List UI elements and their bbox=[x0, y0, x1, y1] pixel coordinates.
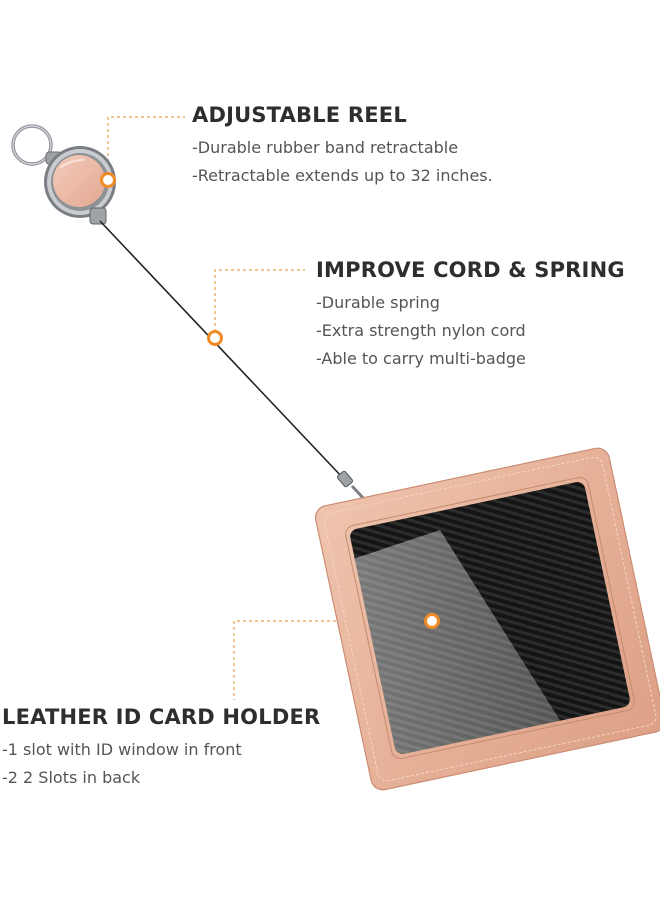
leader-line-cord bbox=[214, 269, 305, 338]
feature-item: -Durable rubber band retractable bbox=[192, 138, 459, 157]
marker-dots bbox=[100, 172, 440, 629]
feature-title: LEATHER ID CARD HOLDER bbox=[2, 705, 321, 729]
feature-adjustable-reel: ADJUSTABLE REEL -Durable rubber band ret… bbox=[192, 102, 493, 190]
feature-item: -Able to carry multi-badge bbox=[316, 349, 526, 368]
reel bbox=[44, 146, 116, 225]
feature-list: -Durable rubber band retractable -Retrac… bbox=[192, 134, 493, 190]
feature-list: -1 slot with ID window in front -2 2 Slo… bbox=[2, 736, 320, 792]
feature-list: -Durable spring -Extra strength nylon co… bbox=[316, 289, 625, 373]
marker-dot-reel bbox=[100, 172, 116, 188]
marker-dot-holder bbox=[424, 613, 440, 629]
leader-line-reel bbox=[107, 116, 185, 180]
feature-item: -Durable spring bbox=[316, 293, 440, 312]
feature-title: ADJUSTABLE REEL bbox=[192, 103, 407, 127]
feature-item: -2 2 Slots in back bbox=[2, 768, 141, 787]
marker-dot-cord bbox=[207, 330, 223, 346]
retractable-cord bbox=[99, 220, 344, 479]
feature-item: -Extra strength nylon cord bbox=[316, 321, 526, 340]
card-window-glare bbox=[348, 530, 585, 756]
feature-item: -Retractable extends up to 32 inches. bbox=[192, 166, 493, 185]
feature-title: IMPROVE CORD & SPRING bbox=[316, 258, 625, 282]
feature-cord-spring: IMPROVE CORD & SPRING -Durable spring -E… bbox=[316, 257, 625, 373]
feature-card-holder: LEATHER ID CARD HOLDER -1 slot with ID w… bbox=[2, 704, 320, 792]
key-ring bbox=[11, 124, 53, 166]
feature-item: -1 slot with ID window in front bbox=[2, 740, 242, 759]
